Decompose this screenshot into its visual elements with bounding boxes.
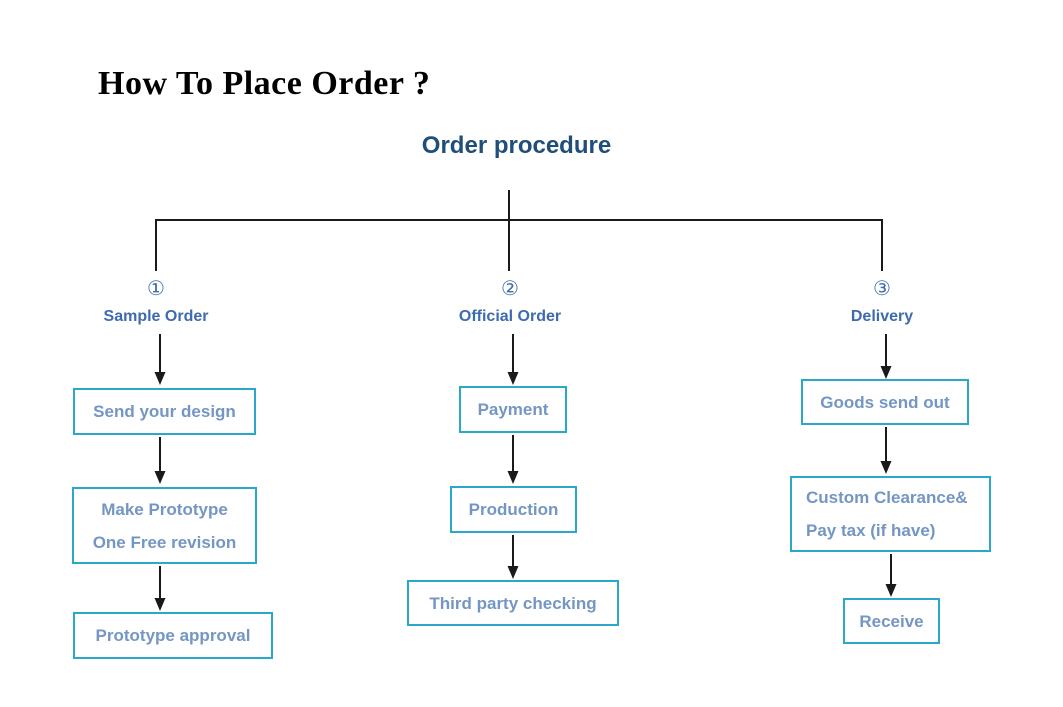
branch-header-2: ② Official Order [410, 277, 610, 327]
arrow-step2-to-step3-col3 [885, 554, 897, 597]
step-text-line1: Receive [859, 611, 924, 631]
arrow-branch3-to-step1 [880, 334, 892, 379]
branch-number-1-icon: ① [147, 276, 165, 300]
arrow-step1-to-step2-col2 [507, 435, 519, 484]
branch-label-2: Official Order [458, 308, 562, 325]
step-box-custom-clearance[interactable]: Custom Clearance& Pay tax (if have) [790, 476, 991, 552]
step-box-prototype-approval[interactable]: Prototype approval [73, 612, 273, 659]
step-text-line2: One Free revision [92, 532, 237, 552]
page-title: How To Place Order ? [98, 65, 431, 102]
step-text-line1: Production [468, 500, 559, 519]
step-text-line1: Custom Clearance& [806, 488, 968, 507]
branch-number-2-icon: ② [501, 276, 519, 300]
step-box-make-prototype[interactable]: Make Prototype One Free revision [72, 487, 257, 564]
step-text-line1: Payment [477, 400, 549, 419]
branch-header-1: ① Sample Order [56, 277, 256, 327]
connector-horizontal-bar [155, 219, 882, 221]
arrow-step2-to-step3-col2 [507, 535, 519, 579]
root-node-label: Order procedure [421, 132, 612, 159]
step-text-line1: Make Prototype [101, 499, 228, 519]
arrow-step1-to-step2-col1 [154, 437, 166, 484]
arrow-step1-to-step2-col3 [880, 427, 892, 474]
arrow-step2-to-step3-col1 [154, 566, 166, 611]
connector-drop-branch-2 [508, 219, 510, 271]
step-box-production[interactable]: Production [450, 486, 577, 533]
step-text-line1: Third party checking [429, 593, 597, 613]
branch-label-1: Sample Order [103, 308, 209, 325]
branch-number-3-icon: ③ [873, 276, 891, 300]
step-box-receive[interactable]: Receive [843, 598, 940, 644]
branch-header-3: ③ Delivery [782, 277, 982, 327]
arrow-branch1-to-step1 [154, 334, 166, 385]
step-text-line1: Send your design [93, 402, 236, 421]
step-box-send-your-design[interactable]: Send your design [73, 388, 256, 435]
step-box-payment[interactable]: Payment [459, 386, 567, 433]
branch-label-3: Delivery [850, 308, 914, 325]
step-text-line2: Pay tax (if have) [806, 521, 936, 540]
step-text-line1: Prototype approval [95, 626, 251, 645]
connector-drop-branch-1 [155, 219, 157, 271]
step-text-line1: Goods send out [820, 392, 950, 412]
arrow-branch2-to-step1 [507, 334, 519, 385]
step-box-third-party-checking[interactable]: Third party checking [407, 580, 619, 626]
step-box-goods-send-out[interactable]: Goods send out [801, 379, 969, 425]
connector-drop-branch-3 [881, 219, 883, 271]
